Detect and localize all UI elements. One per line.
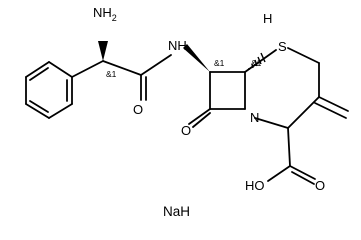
chemical-structure: NH2 &1 O NH &1 H &1 S N O HO O NaH <box>25 5 349 219</box>
fused-h-label: H <box>263 11 272 26</box>
nh2-main: NH <box>93 5 112 20</box>
sulfur-label: S <box>278 39 287 54</box>
wedge-bond-amide-nh <box>183 44 210 72</box>
phenyl-ring <box>25 61 73 119</box>
amide-nh-label: NH <box>168 38 187 53</box>
counterion-label: NaH <box>163 204 190 219</box>
lactam-carbonyl-oxygen: O <box>181 123 191 138</box>
stereo-label-c6: &1 <box>251 58 262 68</box>
acid-carbonyl-oxygen: O <box>315 178 325 193</box>
ring-system-bonds <box>183 44 349 185</box>
side-chain-bonds <box>71 41 172 101</box>
acid-hydroxyl-label: HO <box>245 178 265 193</box>
stereo-label-c7: &1 <box>214 58 225 68</box>
side-carbonyl-oxygen: O <box>133 102 143 117</box>
nh2-label: NH2 <box>93 5 117 23</box>
nh2-subscript: 2 <box>112 13 117 23</box>
ring-nitrogen-label: N <box>250 110 259 125</box>
wedge-bond-nh2 <box>98 41 108 61</box>
stereo-label-alpha: &1 <box>106 69 117 79</box>
